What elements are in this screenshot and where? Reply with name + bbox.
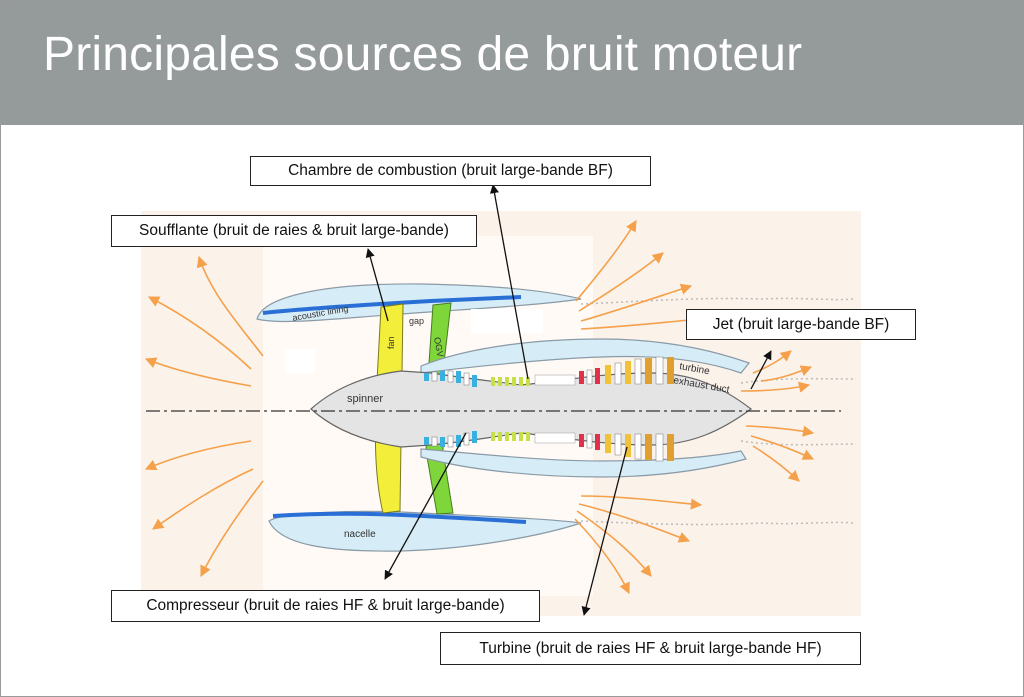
leader-compresseur <box>384 432 467 580</box>
sound-arrow <box>750 435 815 460</box>
sound-arrow <box>760 365 813 382</box>
jet-plume-lines <box>580 297 857 526</box>
core-cowl-upper <box>420 338 750 374</box>
leader-combustion <box>489 184 529 380</box>
sound-arrow <box>576 510 652 577</box>
sound-arrow <box>574 518 630 595</box>
callout-soufflante: Soufflante (bruit de raies & bruit large… <box>111 215 477 247</box>
sound-arrow <box>752 445 800 482</box>
sound-arrow <box>575 220 637 302</box>
leader-turbine <box>581 446 628 616</box>
sound-arrow <box>580 283 693 322</box>
title-bar: Principales sources de bruit moteur <box>1 1 1023 125</box>
turbine-stages-upper <box>579 356 674 385</box>
label-turbine: turbine <box>678 361 710 377</box>
leader-jet <box>750 350 772 390</box>
sound-arrow <box>740 381 811 393</box>
sound-arrow <box>144 440 252 471</box>
sound-arrow <box>196 255 264 357</box>
callout-combustion: Chambre de combustion (bruit large-bande… <box>250 156 651 186</box>
turbine-stages-lower <box>579 433 674 462</box>
sound-arrow <box>200 480 264 578</box>
compressor-stages-lower <box>424 431 530 448</box>
callout-leader-arrows <box>365 184 772 616</box>
leader-soufflante <box>365 248 389 322</box>
label-fan: fan <box>386 336 396 349</box>
label-spinner: spinner <box>347 393 383 405</box>
white-patch-inlet <box>285 349 315 373</box>
sound-arrow <box>745 425 815 437</box>
acoustic-lining-lower <box>272 511 527 524</box>
sound-arrow <box>152 468 254 530</box>
combustor-upper <box>534 374 576 386</box>
sound-arrow <box>144 357 252 387</box>
callout-compresseur: Compresseur (bruit de raies HF & bruit l… <box>111 590 540 622</box>
combustor-lower <box>534 432 576 444</box>
label-nacelle: nacelle <box>344 529 376 540</box>
label-ogv: OGV <box>432 336 445 357</box>
callout-turbine: Turbine (bruit de raies HF & bruit large… <box>440 632 861 665</box>
sound-arrow <box>148 296 252 370</box>
sound-arrow <box>752 350 792 374</box>
slide-title: Principales sources de bruit moteur <box>43 28 803 81</box>
core-cowl-lower <box>420 448 747 478</box>
label-gap: gap <box>409 316 424 326</box>
white-patch-bypass <box>471 309 543 333</box>
compressor-stages-upper <box>424 370 530 387</box>
sound-arrow <box>580 495 703 510</box>
sound-arrow <box>578 503 691 543</box>
callout-jet: Jet (bruit large-bande BF) <box>686 309 916 340</box>
acoustic-lining-upper <box>262 295 522 315</box>
sound-arrow <box>578 252 664 312</box>
